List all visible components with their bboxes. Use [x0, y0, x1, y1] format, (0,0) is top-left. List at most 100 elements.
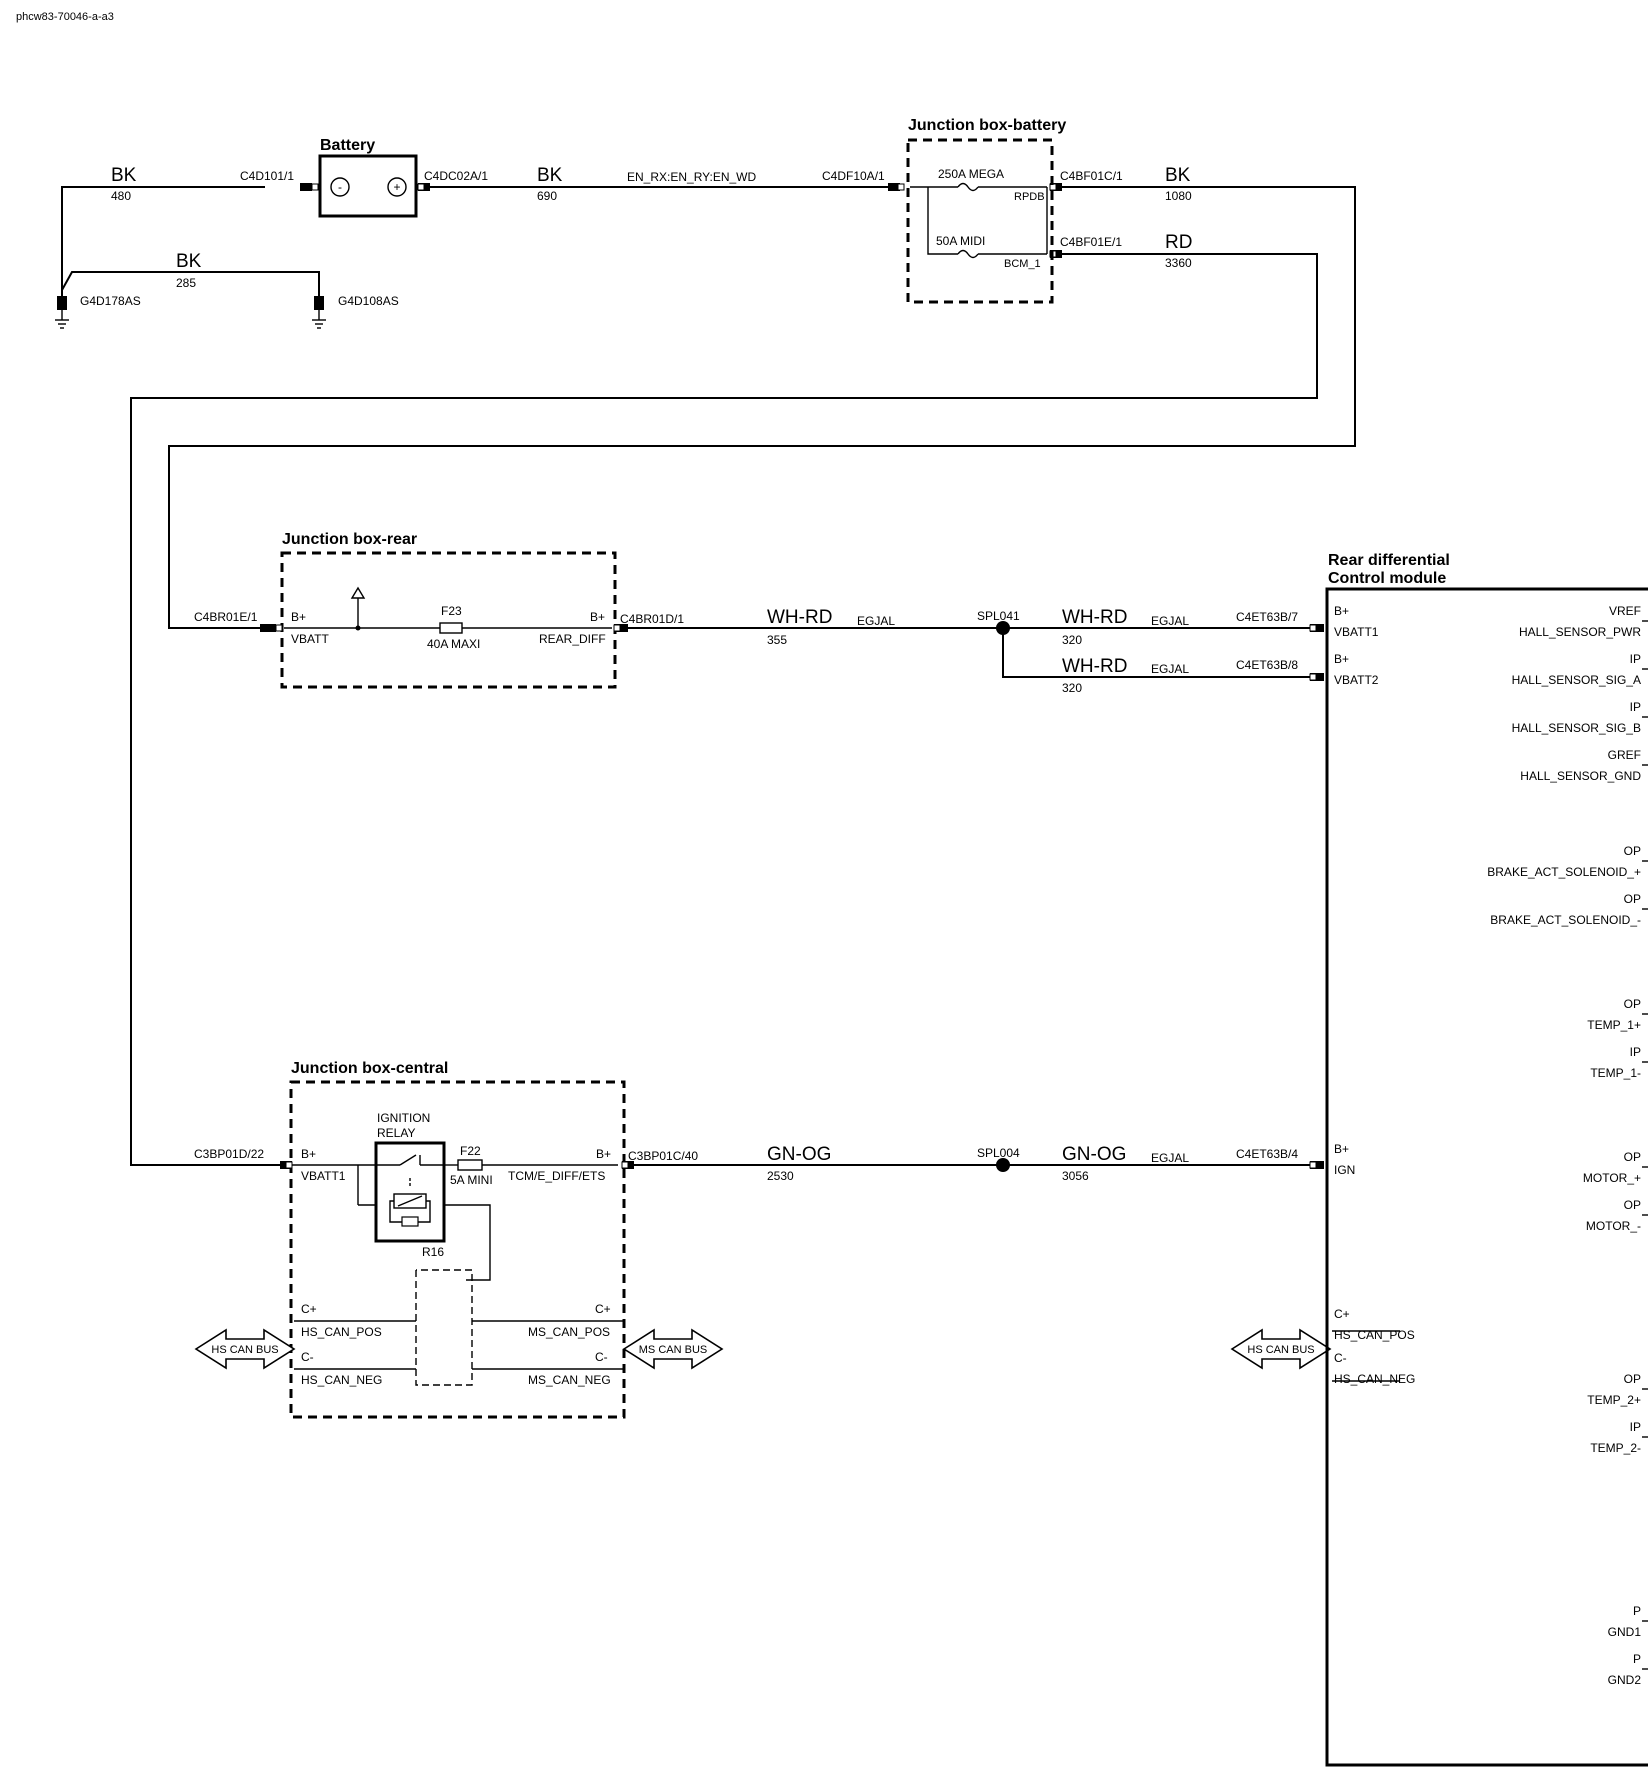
fuse-50a-icon	[957, 249, 979, 259]
fuse-f22-icon	[457, 1159, 483, 1171]
relay-ref: R16	[422, 1245, 444, 1259]
wires	[61, 186, 1400, 1386]
wire-690-number: 690	[537, 189, 557, 203]
module-right-pin-type: OP	[1624, 997, 1641, 1011]
harness-egjal-3: EGJAL	[1151, 662, 1189, 676]
jb-central-cplus-right: C+	[595, 1302, 611, 1316]
wire-320b	[1002, 628, 1316, 678]
wire-320a-number: 320	[1062, 633, 1082, 647]
module-right-pin-name: HALL_SENSOR_SIG_B	[1512, 721, 1641, 735]
relay-title-2: RELAY	[377, 1126, 415, 1140]
module-left-pin-type: C+	[1334, 1307, 1350, 1321]
module-right-pin-type: IP	[1630, 1045, 1641, 1059]
junction-box-rear	[280, 551, 617, 689]
rear-diff-control-module	[1325, 587, 1648, 1767]
conn-c4bf01c: C4BF01C/1	[1060, 169, 1123, 183]
wire-3360	[130, 253, 1318, 1166]
splice-spl004	[996, 1158, 1010, 1172]
conn-c4br01e: C4BR01E/1	[194, 610, 258, 624]
battery-pos-sign: +	[393, 180, 400, 194]
fuse-50a-pin: BCM_1	[1004, 258, 1041, 270]
ignition-relay-icon	[374, 1141, 446, 1243]
hs-can-bus-right-label: HS CAN BUS	[1247, 1344, 1314, 1356]
jb-central-in-pin-type: B+	[301, 1147, 316, 1161]
module-left-pin-type: B+	[1334, 604, 1349, 618]
junction-box-central	[289, 1080, 626, 1419]
wire-355-color: WH-RD	[767, 607, 832, 628]
fuse-250a-label: 250A MEGA	[938, 167, 1004, 181]
module-right-pin-name: TEMP_1-	[1590, 1066, 1641, 1080]
jb-rear-node	[355, 625, 361, 631]
module-right-pin-type: OP	[1624, 1372, 1641, 1386]
module-title-1: Rear differential	[1328, 552, 1450, 569]
module-left-pin-name: VBATT2	[1334, 673, 1379, 687]
jb-central-cminus-right: C-	[595, 1350, 608, 1364]
splice-spl041-label: SPL041	[977, 609, 1020, 623]
module-right-pin-type: IP	[1630, 1420, 1641, 1434]
wire-2530-number: 2530	[767, 1169, 794, 1183]
jbc-relay-ctl	[444, 1204, 491, 1281]
jb-central-out-pin: TCM/E_DIFF/ETS	[508, 1169, 605, 1183]
wire-3056-number: 3056	[1062, 1169, 1089, 1183]
jb-rear-title: Junction box-rear	[282, 531, 417, 548]
wire-480-color: BK	[111, 165, 137, 186]
module-left-pin-type: B+	[1334, 652, 1349, 666]
jb-central-in-pin: VBATT1	[301, 1169, 346, 1183]
module-right-pin-type: OP	[1624, 1150, 1641, 1164]
wire-285-color: BK	[176, 251, 202, 272]
doc-id: phcw83-70046-a-a3	[16, 11, 114, 23]
module-title-2: Control module	[1328, 570, 1446, 587]
wire-480-number: 480	[111, 189, 131, 203]
jb-central-ms-can-pos: MS_CAN_POS	[528, 1325, 610, 1339]
jb-rear-in-pin-type: B+	[291, 610, 306, 624]
ground-g4d108-label: G4D108AS	[338, 294, 399, 308]
wire-320a-color: WH-RD	[1062, 607, 1127, 628]
jb-rear-in-pin: VBATT	[291, 632, 329, 646]
module-right-pin-type: OP	[1624, 1198, 1641, 1212]
junction-box-battery	[906, 138, 1054, 304]
relay-title-1: IGNITION	[377, 1111, 430, 1125]
jb-central-ms-can-neg: MS_CAN_NEG	[528, 1373, 611, 1387]
wire-1080	[168, 186, 1356, 629]
wire-1080-number: 1080	[1165, 189, 1192, 203]
ms-can-bus-label: MS CAN BUS	[639, 1344, 707, 1356]
conn-c3bp01c: C3BP01C/40	[628, 1149, 698, 1163]
jb-rear-out-pin-type: B+	[590, 610, 605, 624]
battery-neg-sign: -	[338, 180, 342, 194]
fuse-f23-icon	[439, 622, 463, 634]
jb-rear-out-pin: REAR_DIFF	[539, 632, 606, 646]
hs-can-bus-left-arrow-icon	[194, 1328, 296, 1370]
conn-c4et63b-4: C4ET63B/4	[1236, 1147, 1298, 1161]
conn-c4dc02a: C4DC02A/1	[424, 169, 488, 183]
connector-stubs-central	[280, 1161, 634, 1169]
module-right-pin-name: HALL_SENSOR_PWR	[1519, 625, 1641, 639]
jbb-int-b	[927, 187, 958, 255]
module-right-pin-name: GND2	[1608, 1673, 1642, 1687]
wire-690-color: BK	[537, 165, 563, 186]
wire-1080-color: BK	[1165, 165, 1191, 186]
module-right-pin-name: TEMP_2+	[1587, 1393, 1641, 1407]
module-left-pin-name: HS_CAN_POS	[1334, 1328, 1415, 1342]
module-right-pin-name: HALL_SENSOR_GND	[1520, 769, 1641, 783]
jb-central-title: Junction box-central	[291, 1060, 448, 1077]
module-right-pin-type: IP	[1630, 700, 1641, 714]
module-right-pin-type: P	[1633, 1652, 1641, 1666]
module-right-pin-type: IP	[1630, 652, 1641, 666]
module-right-pin-name: MOTOR_-	[1586, 1219, 1641, 1233]
module-right-pin-type: OP	[1624, 844, 1641, 858]
fuse-250a-icon	[957, 182, 979, 192]
wire-285-number: 285	[176, 276, 196, 290]
harness-en-label: EN_RX:EN_RY:EN_WD	[627, 170, 756, 184]
module-right-pin-type: GREF	[1608, 748, 1641, 762]
wire-355-number: 355	[767, 633, 787, 647]
can-internal-link	[415, 1269, 473, 1386]
wire-320b-color: WH-RD	[1062, 656, 1127, 677]
conn-c4et63b-7: C4ET63B/7	[1236, 610, 1298, 624]
ground-g4d178-icon	[55, 296, 69, 329]
ground-g4d178-label: G4D178AS	[80, 294, 141, 308]
jb-battery-title: Junction box-battery	[908, 117, 1066, 134]
conn-c4df10a: C4DF10A/1	[822, 169, 885, 183]
wire-2530-color: GN-OG	[767, 1144, 831, 1165]
